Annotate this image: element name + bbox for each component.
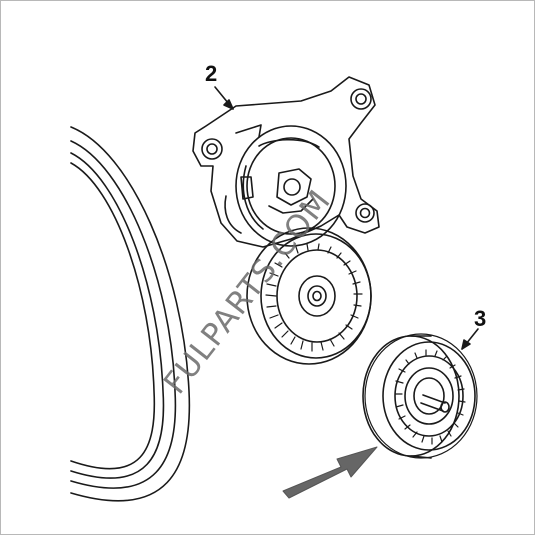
- belt-tensioner: [192, 76, 380, 365]
- callout-number-3: 3: [474, 306, 486, 331]
- callout-number-2: 2: [205, 61, 217, 86]
- watermark-text: FULPARTS.COM: [157, 183, 338, 401]
- callout-leader-3: [461, 328, 479, 350]
- pointer-arrow: [282, 446, 378, 499]
- drive-belt: [70, 126, 191, 502]
- callout-leader-2: [214, 86, 234, 110]
- idler-pulley: [362, 333, 478, 459]
